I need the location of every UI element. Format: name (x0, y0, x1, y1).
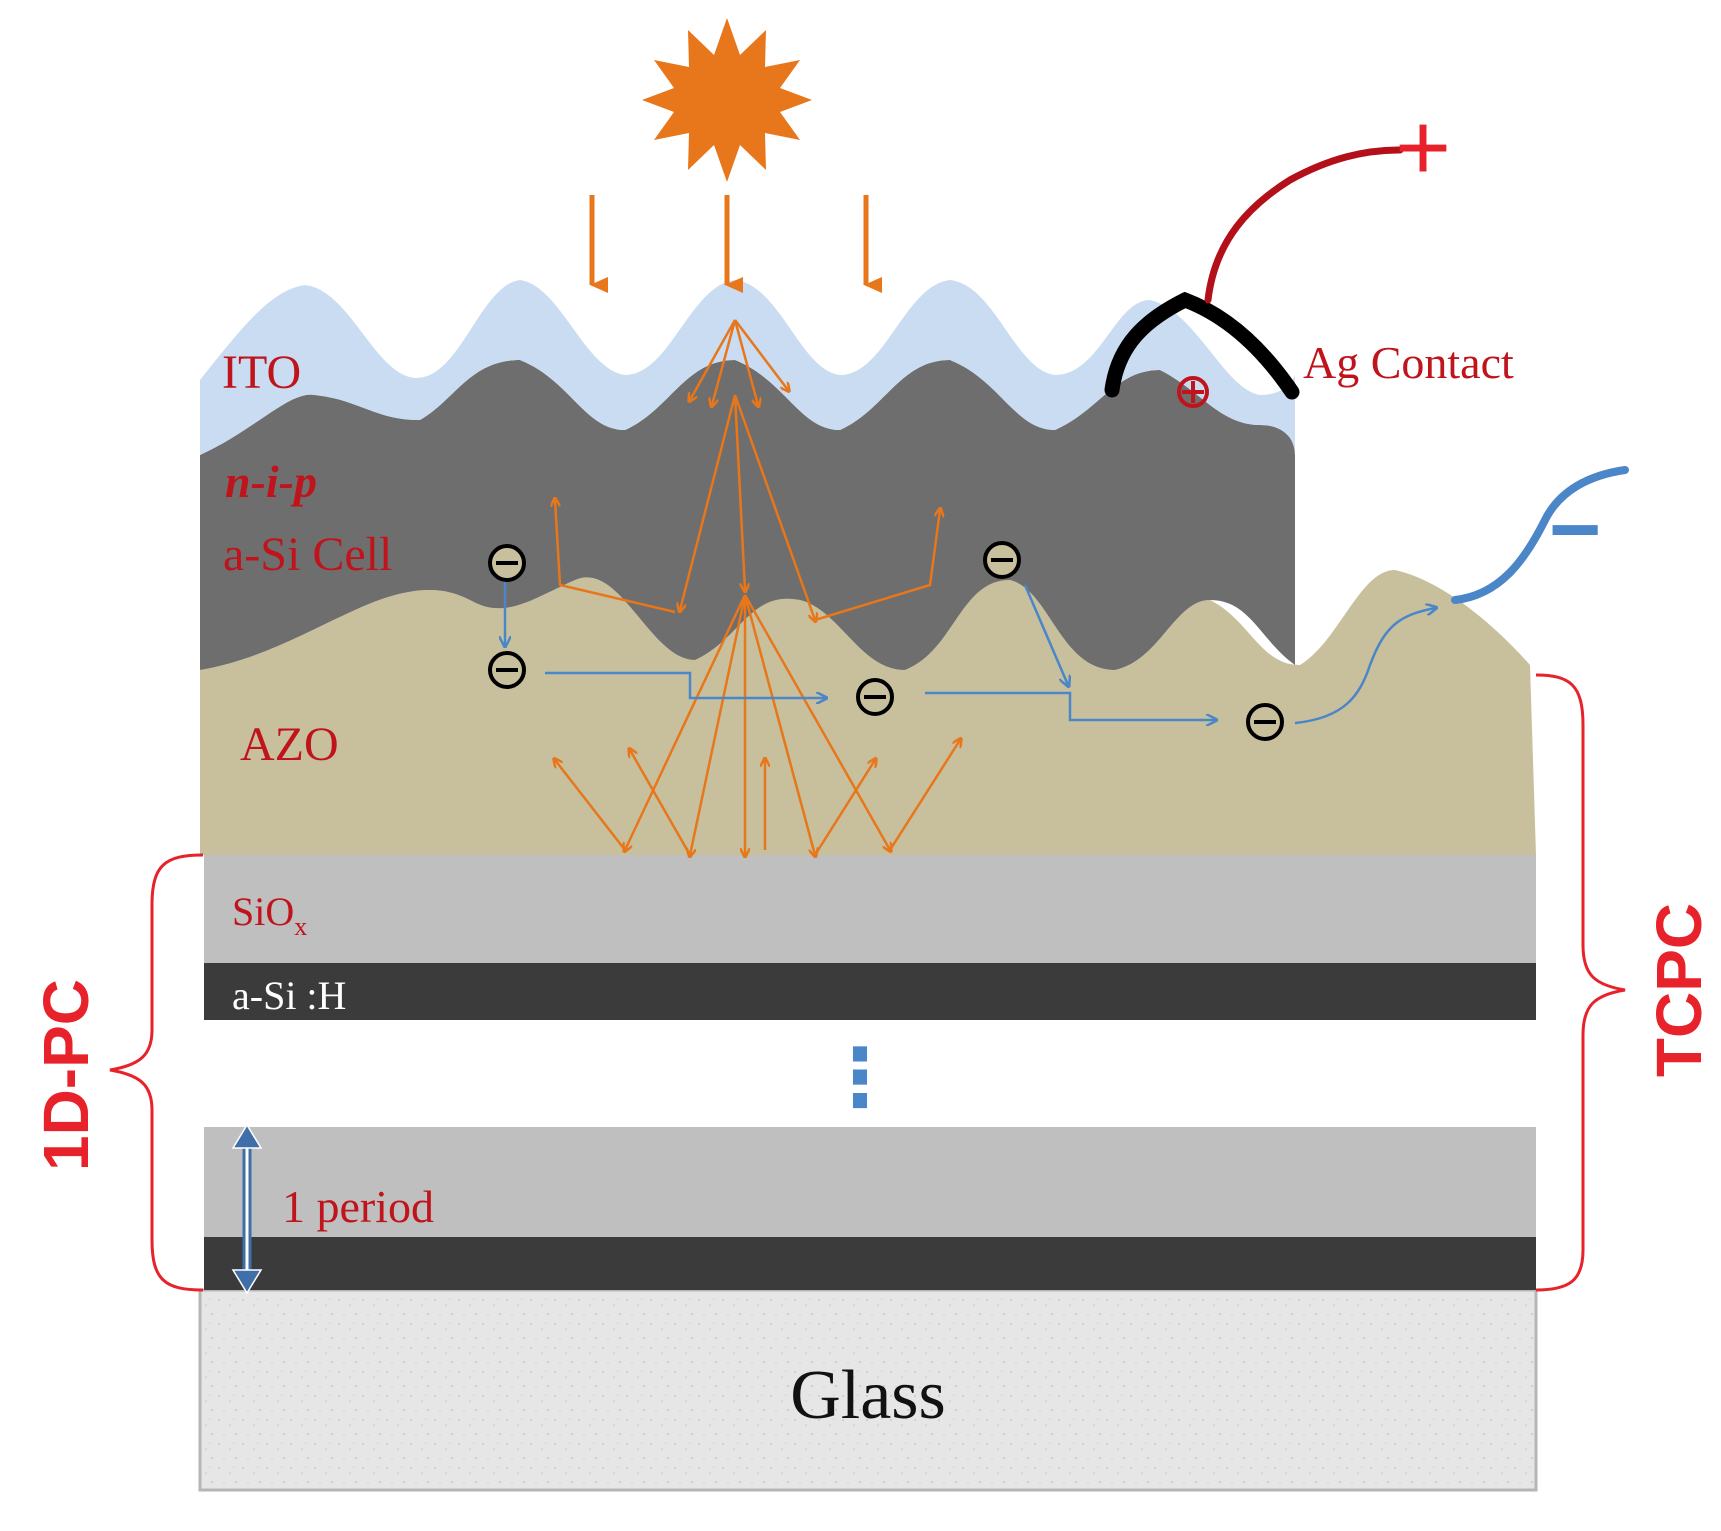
minus-terminal: − (1549, 480, 1602, 580)
ito-label: ITO (222, 346, 301, 399)
scattered-light-rays (555, 319, 960, 855)
label-1d-pc: 1D-PC (30, 979, 102, 1171)
label-tcpc: TCPC (1643, 903, 1715, 1077)
plus-terminal: + (1395, 94, 1451, 201)
electron-icon (488, 651, 526, 689)
asih-layer-top (204, 963, 1536, 1020)
glass-label: Glass (790, 1357, 946, 1434)
sun-icon (642, 18, 812, 182)
period-label: 1 period (282, 1181, 434, 1232)
incident-light-arrows (589, 195, 882, 293)
nip-label: n-i-p (225, 456, 317, 507)
siox-layer-top (204, 855, 1536, 963)
electron-icon (983, 541, 1021, 579)
hole-icon (1177, 376, 1209, 408)
bracket-1d-pc (109, 853, 204, 1292)
electron-icon (488, 544, 526, 582)
asi-cell-layer (200, 360, 1295, 670)
asi-cell-label: a-Si Cell (223, 528, 392, 581)
asih-layer-bottom (204, 1237, 1536, 1290)
ellipsis-dots: ⋮ (820, 1033, 900, 1122)
electron-icon (856, 678, 894, 716)
azo-label: AZO (240, 718, 339, 771)
siox-label: SiOx (232, 889, 307, 941)
period-double-arrow (231, 1123, 263, 1295)
asih-label: a-Si :H (232, 973, 346, 1018)
positive-wire (1204, 146, 1404, 304)
glass-layer (198, 1288, 1538, 1492)
electron-paths (505, 582, 1435, 723)
negative-wire (1451, 466, 1629, 604)
ag-contact-label: Ag Contact (1303, 337, 1514, 388)
ito-layer (200, 280, 1295, 455)
siox-layer-bottom (204, 1127, 1536, 1237)
ag-contact (1104, 291, 1300, 400)
bracket-tcpc (1535, 673, 1626, 1292)
electron-icon (1246, 703, 1284, 741)
